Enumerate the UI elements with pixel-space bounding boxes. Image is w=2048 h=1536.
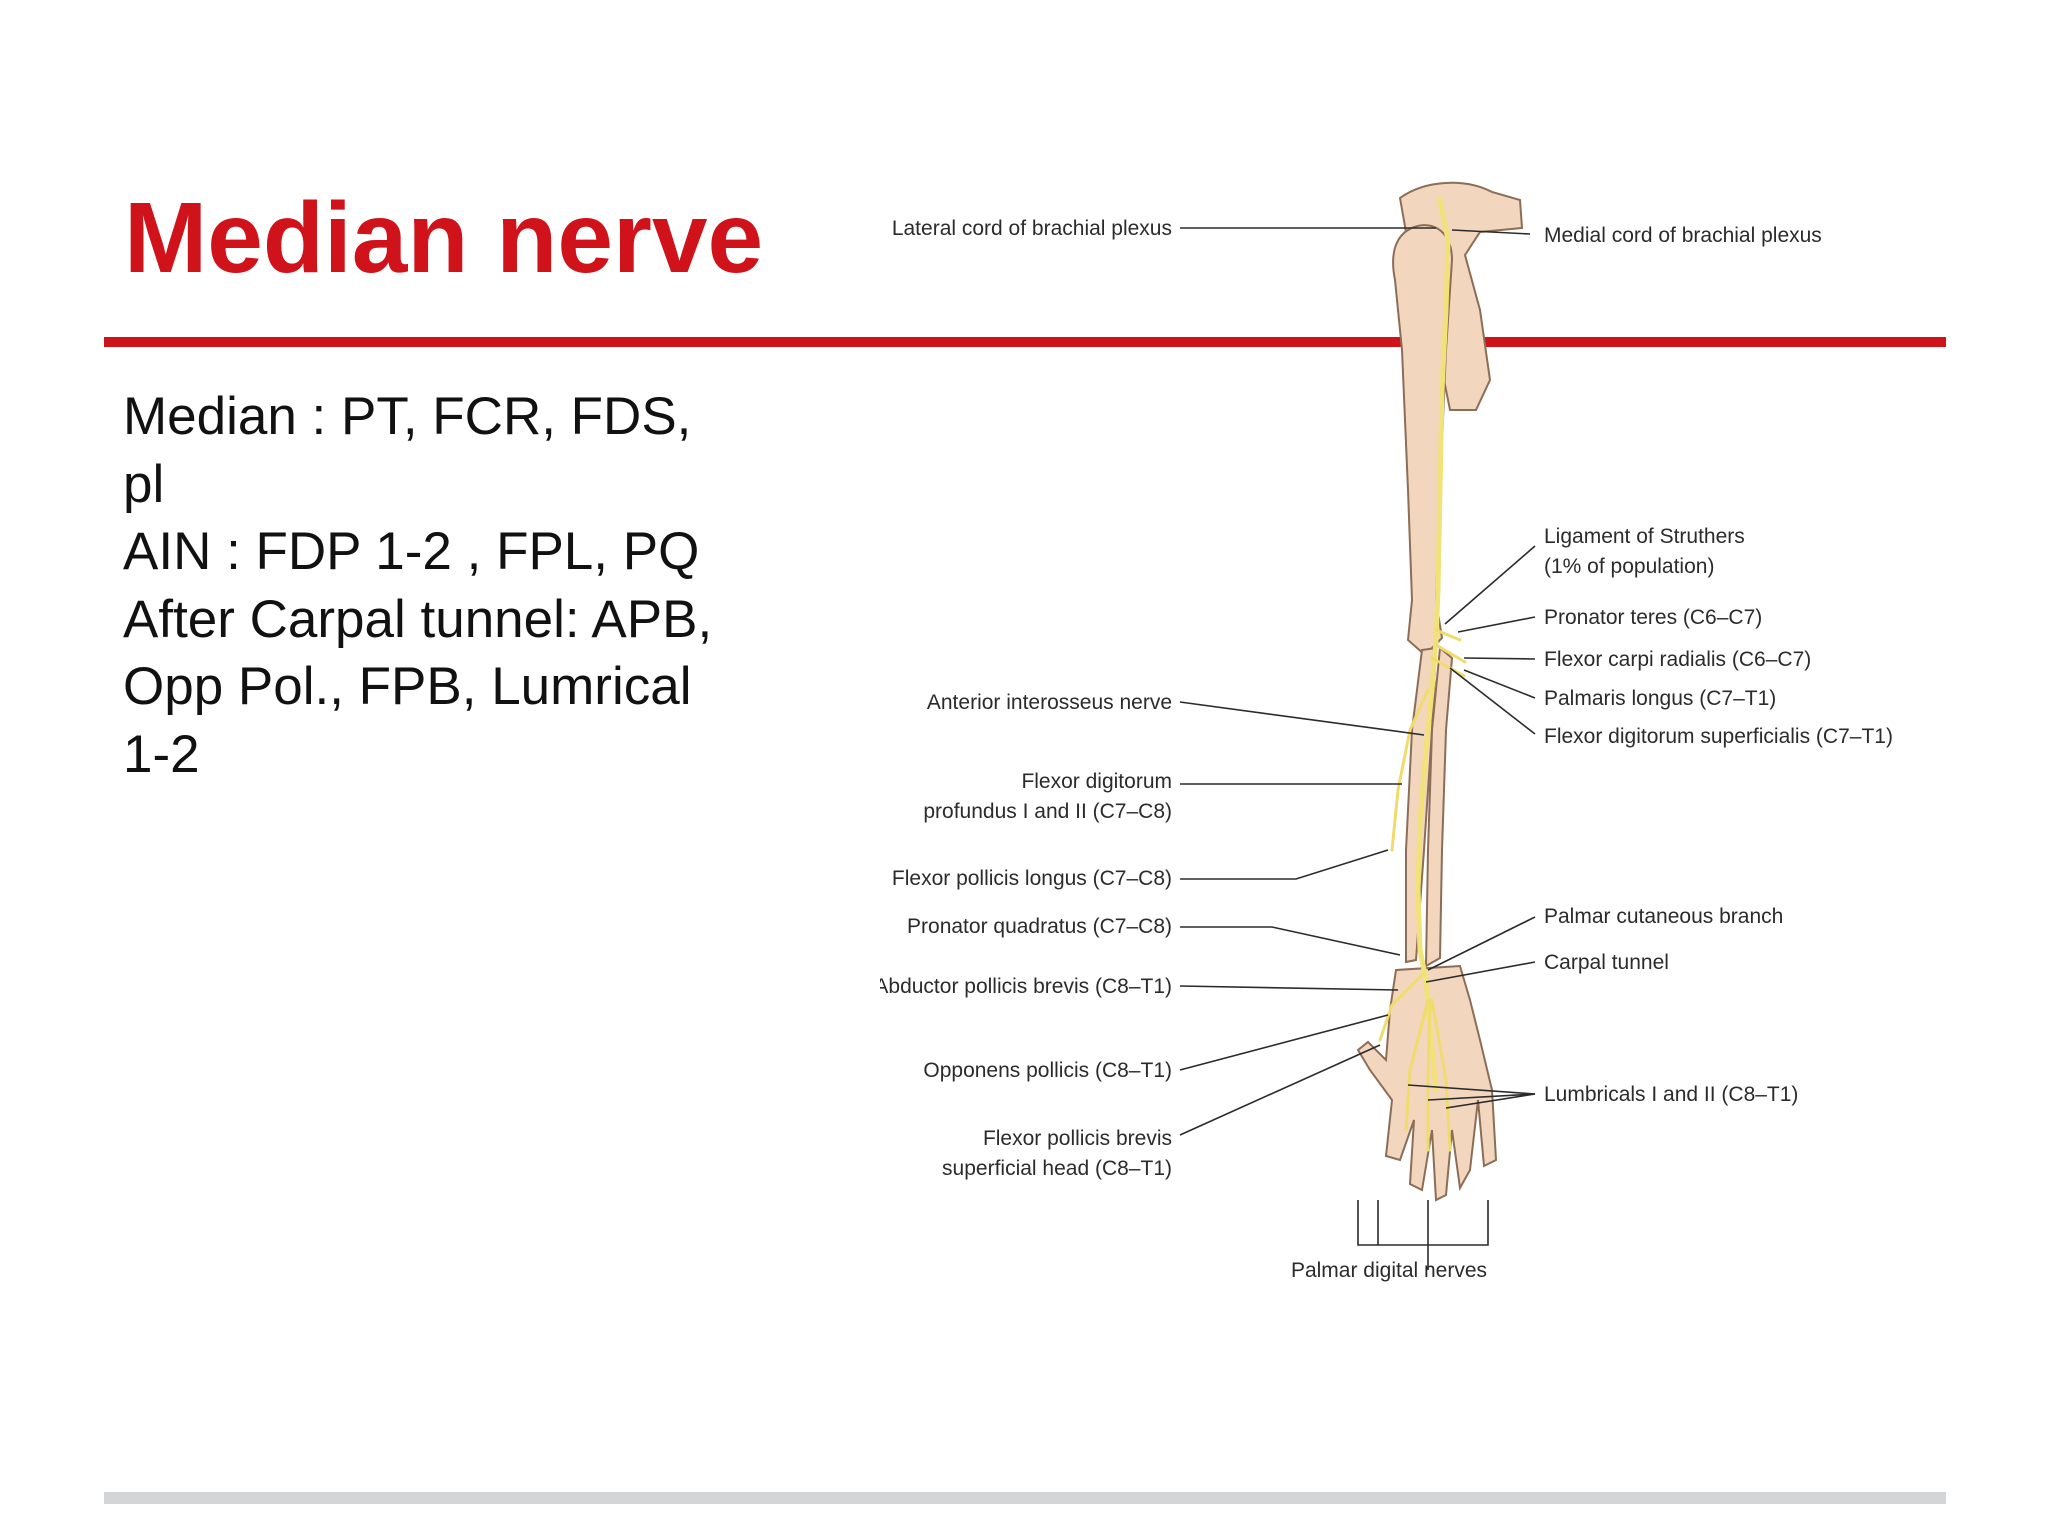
median-nerve-diagram: Lateral cord of brachial plexus Anterior… [880, 170, 1920, 1320]
label-fdp-line-1: Flexor digitorum [1021, 770, 1172, 793]
median-branch-fcr [1434, 643, 1467, 664]
leader-struthers [1444, 545, 1536, 625]
label-fpb-line-1: Flexor pollicis brevis [983, 1127, 1172, 1150]
body-line: 1-2 [123, 724, 200, 784]
leader-lumbricals-1 [1427, 1093, 1536, 1101]
median-nerve-path [1378, 197, 1467, 1152]
leader-pq [1180, 926, 1401, 956]
leader-fcr [1463, 657, 1536, 660]
label-op: Opponens pollicis (C8–T1) [923, 1059, 1172, 1082]
label-apb: Abductor pollicis brevis (C8–T1) [880, 975, 1172, 998]
label-anterior-interosseus: Anterior interosseus nerve [927, 691, 1172, 714]
leader-fpb [1179, 1044, 1381, 1136]
label-fcr: Flexor carpi radialis (C6–C7) [1544, 648, 1811, 671]
leader-fpl [1180, 849, 1389, 880]
median-branch-pt [1434, 628, 1462, 642]
leader-lumbricals-3 [1445, 1093, 1536, 1109]
label-medial-cord: Medial cord of brachial plexus [1544, 224, 1822, 247]
labels-left: Lateral cord of brachial plexus Anterior… [880, 217, 1172, 1180]
leader-ain [1179, 701, 1425, 736]
median-branch-thenar [1378, 973, 1424, 1042]
median-nerve-trunk [1415, 197, 1451, 1093]
radius-illustration [1424, 646, 1454, 968]
label-fpl: Flexor pollicis longus (C7–C8) [892, 867, 1172, 890]
median-digital-3 [1430, 998, 1452, 1152]
median-branch-ain [1390, 688, 1430, 852]
label-pl: Palmaris longus (C7–T1) [1544, 687, 1776, 710]
label-struthers-line-1: Ligament of Struthers [1544, 525, 1745, 548]
label-lumbricals: Lumbricals I and II (C8–T1) [1544, 1083, 1798, 1106]
labels-right: Medial cord of brachial plexus Ligament … [1544, 224, 1893, 1106]
label-lateral-cord: Lateral cord of brachial plexus [892, 217, 1172, 240]
label-leaders [1179, 227, 1536, 1270]
body-line: AIN : FDP 1-2 , FPL, PQ [123, 522, 700, 581]
leader-op [1179, 1014, 1389, 1071]
footer-divider [104, 1492, 1946, 1504]
label-pt: Pronator teres (C6–C7) [1544, 606, 1762, 629]
leader-palmar-cutaneous [1427, 916, 1536, 971]
body-line: Median : PT, FCR, FDS, [123, 387, 692, 446]
leader-pt [1457, 616, 1536, 633]
body-text: Median : PT, FCR, FDS, pl AIN : FDP 1-2 … [123, 383, 783, 788]
median-branch-pl [1430, 656, 1466, 678]
leader-carpal-tunnel [1425, 961, 1536, 983]
title-divider [104, 337, 1946, 347]
body-line: pl [123, 454, 165, 514]
label-carpal-tunnel: Carpal tunnel [1544, 951, 1669, 974]
label-pq: Pronator quadratus (C7–C8) [907, 915, 1172, 938]
leader-lumbricals-2 [1407, 1084, 1536, 1095]
label-palmar-digital: Palmar digital nerves [1291, 1259, 1487, 1282]
label-fpb-line-2: superficial head (C8–T1) [942, 1157, 1172, 1180]
label-fdp-line-2: profundus I and II (C7–C8) [923, 800, 1172, 823]
leader-medial-cord [1451, 229, 1531, 235]
median-digital-1 [1404, 998, 1430, 1132]
label-palmar-cutaneous: Palmar cutaneous branch [1544, 905, 1783, 928]
leader-apb [1179, 985, 1399, 991]
body-line: Opp Pol., FPB, Lumrical [123, 657, 692, 716]
label-fds: Flexor digitorum superficialis (C7–T1) [1544, 725, 1893, 748]
leader-fds [1449, 667, 1536, 735]
leader-pl [1463, 669, 1536, 699]
anatomy-svg: Lateral cord of brachial plexus Anterior… [880, 181, 1893, 1282]
leader-palmar-digital [1357, 1200, 1489, 1246]
median-digital-2 [1426, 998, 1432, 1152]
body-line: After Carpal tunnel: APB, [123, 589, 713, 649]
slide-title: Median nerve [124, 182, 764, 294]
label-struthers-line-2: (1% of population) [1544, 555, 1714, 578]
